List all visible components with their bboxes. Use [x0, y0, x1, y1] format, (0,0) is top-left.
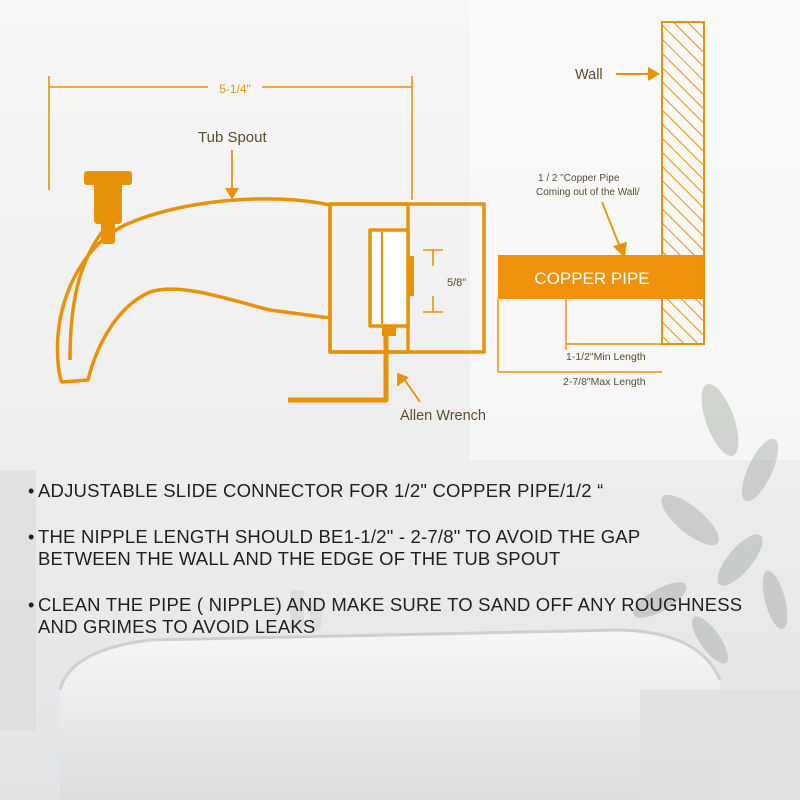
tub-spout-installation-diagram: 5-1/4" Tub Spout 5/8" Al: [48, 21, 705, 424]
plant-icon: [633, 383, 788, 664]
wall-arrow: [616, 67, 660, 81]
copper-pipe-note-line1: 1 / 2 "Copper Pipe: [538, 173, 620, 184]
note-slide-connector: • ADJUSTABLE SLIDE CONNECTOR FOR 1/2" CO…: [28, 480, 788, 502]
bullet-icon: •: [28, 595, 35, 615]
note-text: THE NIPPLE LENGTH SHOULD BE1-1/2" - 2-7/…: [38, 526, 641, 569]
max-length-label: 2-7/8"Max Length: [563, 376, 646, 388]
note-clean-pipe: • CLEAN THE PIPE ( NIPPLE) AND MAKE SURE…: [28, 594, 788, 638]
copper-pipe-note-line2: Coming out of the Wall/: [536, 187, 640, 198]
min-length-label: 1-1/2"Min Length: [566, 351, 646, 363]
tub-spout-drawing: [55, 171, 486, 403]
copper-pipe-bar: [498, 255, 703, 299]
copper-pipe-label: COPPER PIPE: [534, 269, 649, 288]
installation-notes: • ADJUSTABLE SLIDE CONNECTOR FOR 1/2" CO…: [28, 480, 788, 662]
bullet-icon: •: [28, 481, 35, 501]
allen-wrench-arrow: [397, 372, 421, 403]
tub-spout-arrow: [225, 150, 239, 200]
bullet-icon: •: [28, 527, 35, 547]
copper-pipe-note-arrow: [601, 201, 627, 258]
spout-length-label: 5-1/4": [219, 82, 251, 96]
note-nipple-length: • THE NIPPLE LENGTH SHOULD BE1-1/2" - 2-…: [28, 526, 788, 570]
pipe-length-dimensions: [497, 299, 662, 373]
tub-spout-label: Tub Spout: [198, 129, 267, 146]
note-text: ADJUSTABLE SLIDE CONNECTOR FOR 1/2" COPP…: [38, 480, 604, 501]
allen-wrench-label: Allen Wrench: [400, 408, 486, 424]
wall-label: Wall: [575, 67, 603, 83]
spout-length-dimension: [48, 76, 413, 200]
note-text: CLEAN THE PIPE ( NIPPLE) AND MAKE SURE T…: [38, 594, 743, 637]
connector-dimension: [423, 249, 443, 313]
connector-dimension-label: 5/8": [447, 277, 466, 289]
